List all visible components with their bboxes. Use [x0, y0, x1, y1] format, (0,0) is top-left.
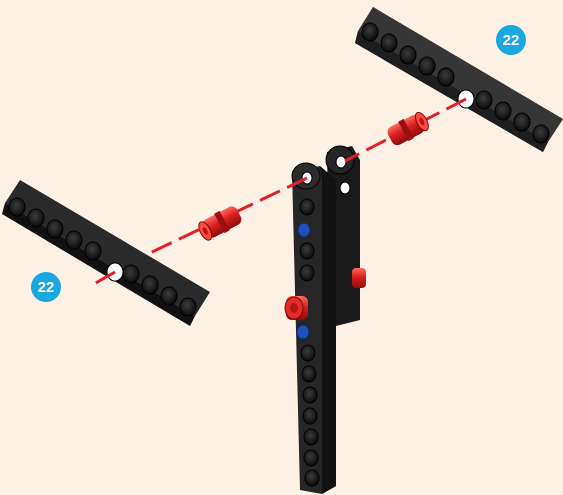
connector-pin-upper — [385, 109, 432, 148]
lower-left-beam — [2, 180, 210, 326]
part-count-badge-right: 22 — [496, 25, 526, 55]
part-count-right-label: 22 — [503, 32, 520, 49]
back-upright-top-hole — [336, 156, 346, 168]
blue-pin-upper — [298, 223, 310, 237]
part-count-badge-left: 22 — [31, 272, 61, 302]
back-upright-lower-hole — [340, 182, 350, 194]
blue-pin-lower — [297, 325, 309, 339]
upper-right-beam — [355, 7, 563, 152]
connector-pin-lower — [196, 203, 244, 243]
part-count-left-label: 22 — [38, 279, 55, 296]
vertical-beam-assembly — [285, 146, 366, 494]
